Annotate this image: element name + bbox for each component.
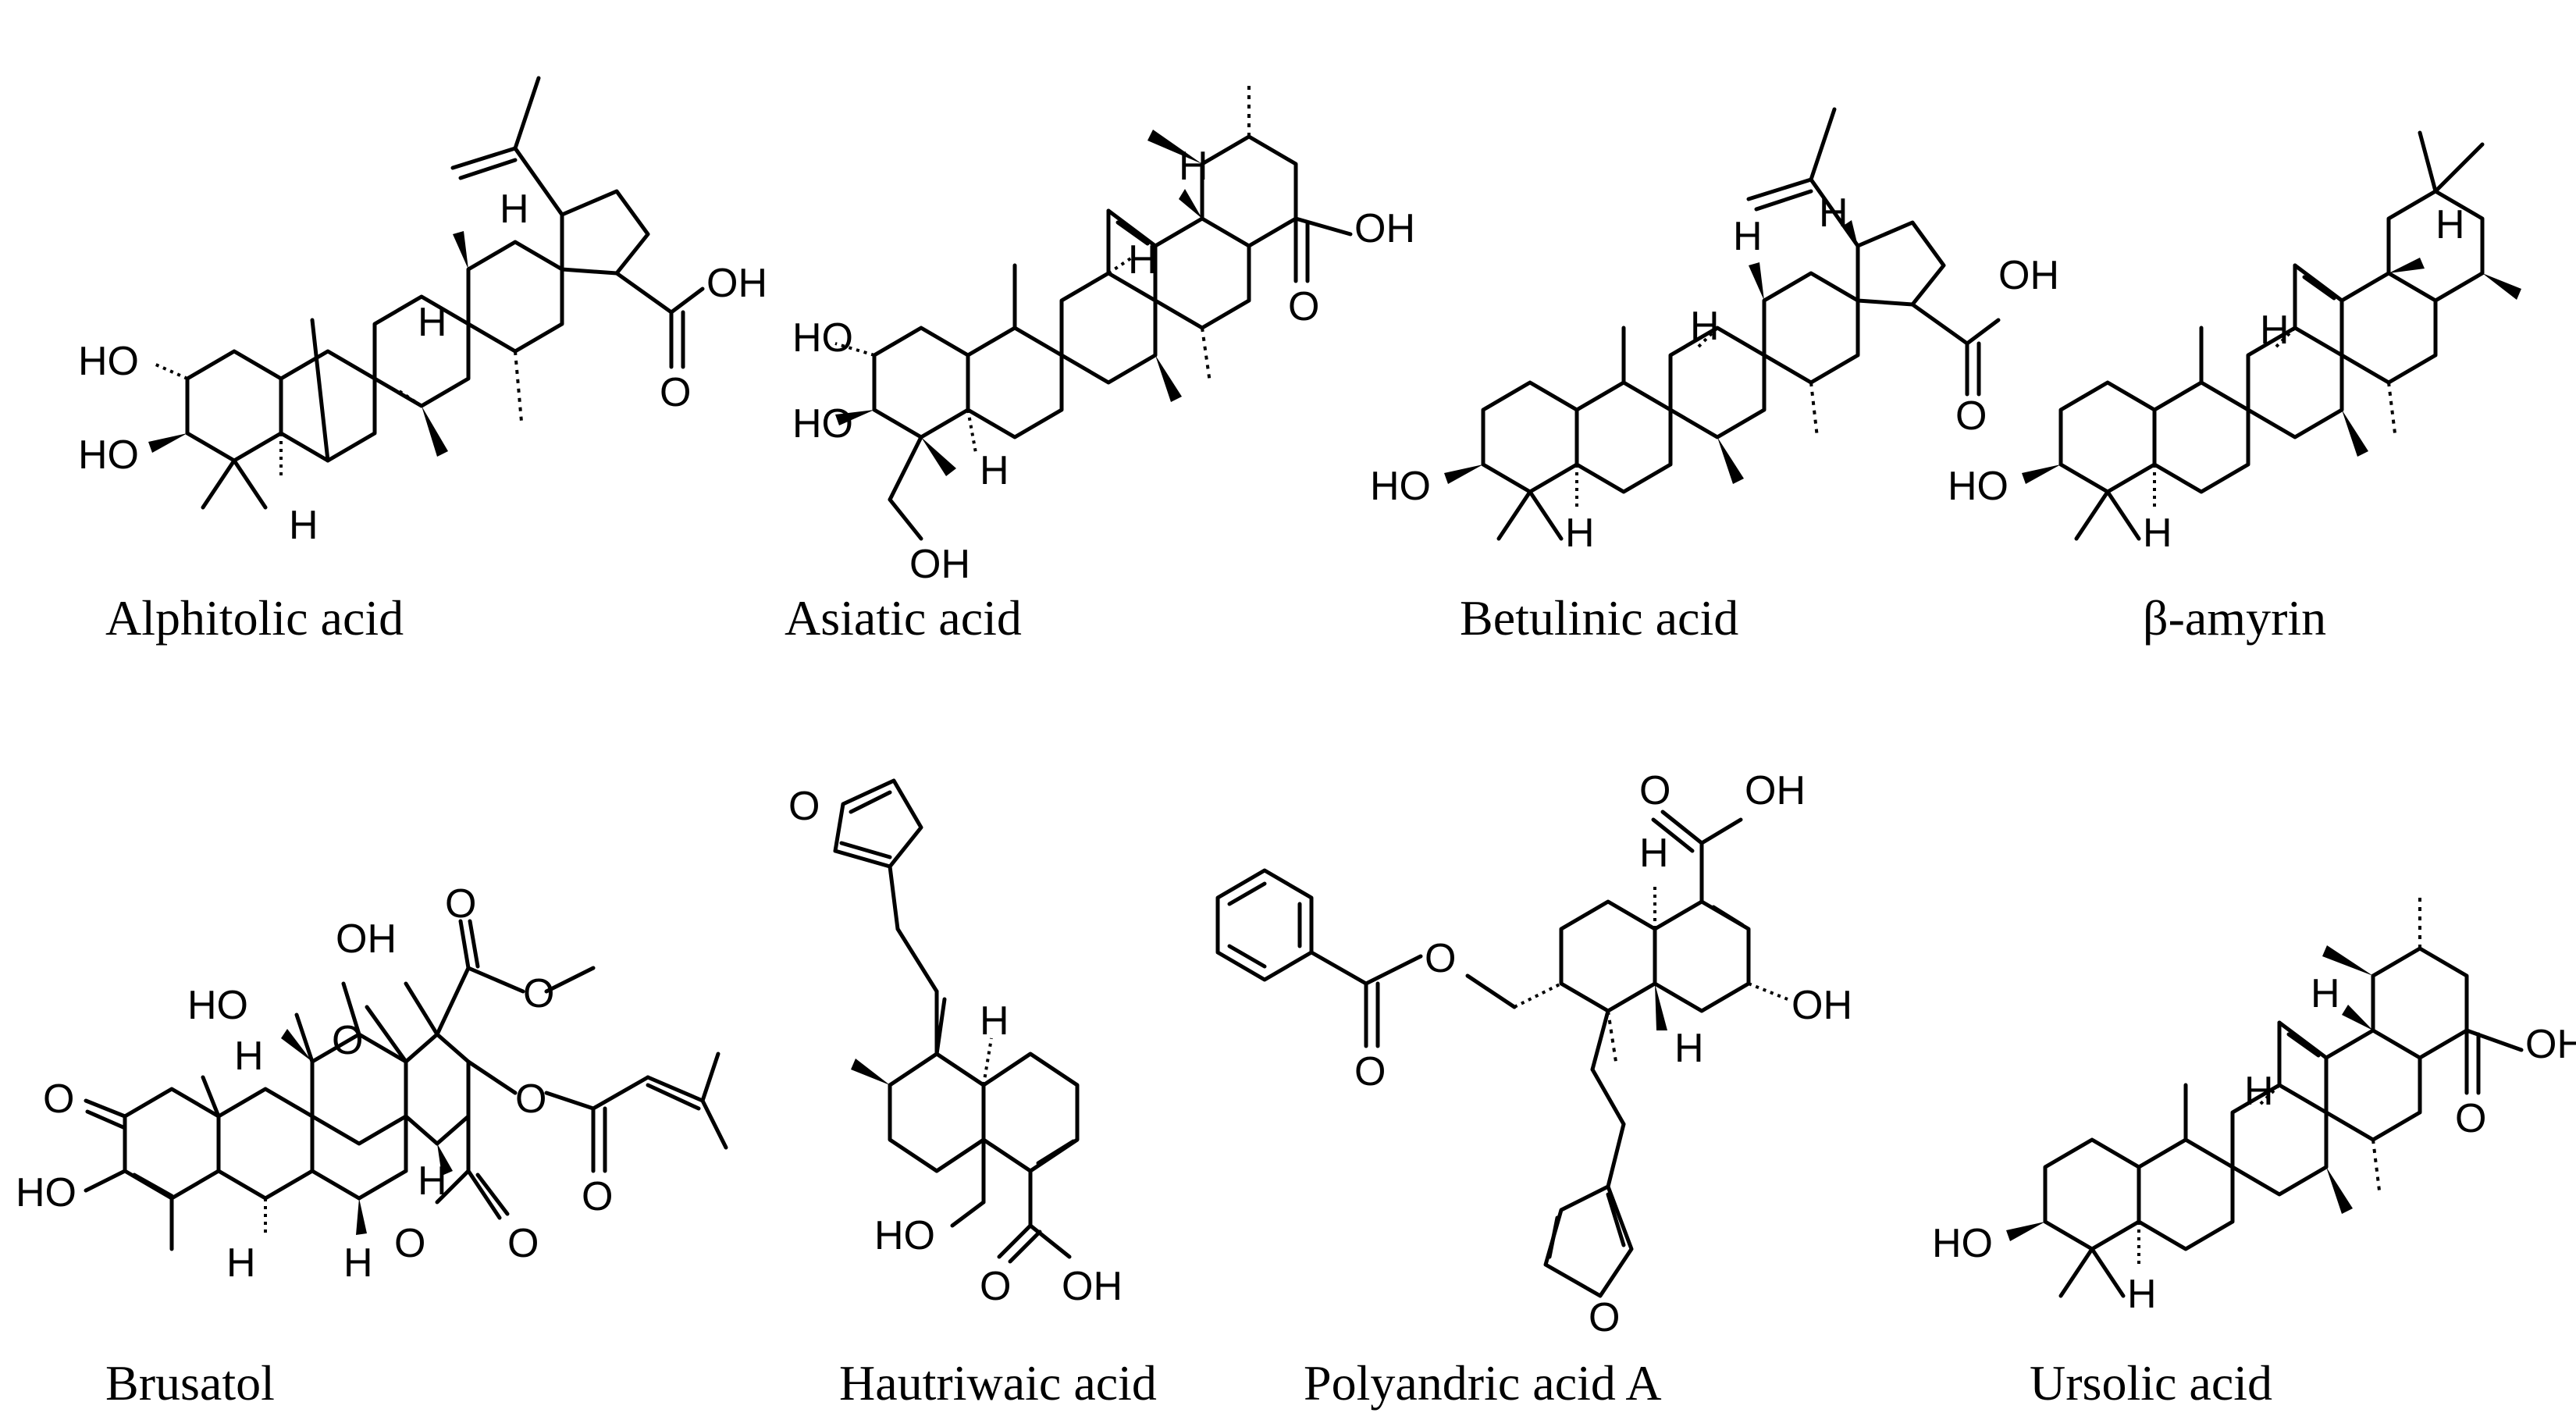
brusatol-o-ketone: O — [43, 1076, 74, 1122]
alphitolic-ho1: HO — [78, 339, 139, 384]
hautriwaic-o-furan: O — [788, 784, 820, 829]
caption-alphitolic-acid: Alphitolic acid — [105, 590, 404, 646]
polyandric-o-ester: O — [1425, 936, 1456, 981]
polyandric-h1: H — [1639, 831, 1669, 876]
asiatic-h1: H — [1179, 144, 1208, 189]
brusatol-h3: H — [226, 1240, 256, 1286]
brusatol-o-ester: O — [515, 1076, 546, 1122]
brusatol-o-ester-carbonyl: O — [582, 1174, 613, 1219]
ursolic-acid-structure: HO H H H OH O — [1932, 898, 2576, 1317]
asiatic-oh-ch2: OH — [909, 542, 970, 587]
caption-brusatol: Brusatol — [105, 1355, 275, 1411]
brusatol-o-lactone-carbonyl: O — [507, 1221, 539, 1266]
brusatol-o-bridge: O — [332, 1018, 363, 1063]
alphitolic-acid-structure: HO HO H H H OH O — [78, 76, 767, 548]
ursolic-h2: H — [2244, 1069, 2274, 1114]
alphitolic-h1: H — [500, 187, 529, 232]
hautriwaic-h: H — [980, 998, 1009, 1044]
asiatic-ho2: HO — [792, 401, 853, 447]
caption-beta-amyrin: β-amyrin — [2143, 590, 2327, 646]
ursolic-oh: OH — [2525, 1022, 2576, 1067]
amyrin-h1: H — [2435, 202, 2465, 247]
alphitolic-ho2: HO — [78, 432, 139, 478]
caption-polyandric-acid-a: Polyandric acid A — [1304, 1355, 1662, 1411]
brusatol-o-lactone: O — [394, 1221, 425, 1266]
amyrin-h3: H — [2143, 511, 2172, 556]
amyrin-h2: H — [2260, 308, 2290, 353]
betulinic-h2: H — [1733, 214, 1763, 259]
alphitolic-h3: H — [289, 503, 318, 548]
brusatol-ho-enol: HO — [16, 1170, 76, 1215]
betulinic-h4: H — [1565, 511, 1595, 556]
amyrin-ho: HO — [1948, 464, 2008, 509]
caption-ursolic-acid: Ursolic acid — [2030, 1355, 2272, 1411]
betulinic-h3: H — [1690, 304, 1720, 349]
hautriwaic-oh: OH — [1062, 1264, 1123, 1309]
polyandric-o-furan: O — [1589, 1295, 1620, 1340]
ursolic-h1: H — [2311, 971, 2340, 1016]
caption-hautriwaic-acid: Hautriwaic acid — [839, 1355, 1157, 1411]
hautriwaic-ho: HO — [874, 1213, 935, 1258]
polyandric-h2: H — [1674, 1026, 1704, 1071]
polyandric-oh-top: OH — [1745, 768, 1806, 813]
ursolic-h3: H — [2127, 1272, 2157, 1317]
alphitolic-o: O — [660, 370, 691, 415]
brusatol-ho: HO — [187, 983, 248, 1028]
polyandric-o-carbonyl: O — [1354, 1049, 1386, 1094]
asiatic-o: O — [1288, 284, 1319, 329]
betulinic-oh: OH — [1998, 253, 2059, 298]
polyandric-o-top: O — [1639, 768, 1670, 813]
betulinic-h1: H — [1819, 190, 1848, 236]
brusatol-h2: H — [418, 1158, 447, 1204]
brusatol-h4: H — [343, 1240, 373, 1286]
brusatol-structure: O HO HO OH H H H H O O O O O O O — [16, 881, 728, 1286]
hautriwaic-o: O — [980, 1264, 1011, 1309]
ursolic-ho: HO — [1932, 1221, 1993, 1266]
polyandric-oh: OH — [1791, 983, 1852, 1028]
polyandric-acid-a-structure: O OH H H OH O O O — [1215, 768, 1852, 1340]
caption-asiatic-acid: Asiatic acid — [785, 590, 1022, 646]
alphitolic-oh: OH — [706, 261, 767, 306]
alphitolic-h2: H — [418, 300, 447, 345]
asiatic-acid-structure: HO HO OH H H H OH O — [792, 86, 1415, 587]
brusatol-h1: H — [234, 1034, 264, 1079]
caption-betulinic-acid: Betulinic acid — [1460, 590, 1739, 646]
asiatic-oh: OH — [1354, 206, 1415, 251]
betulinic-ho: HO — [1370, 464, 1431, 509]
ursolic-o: O — [2455, 1096, 2486, 1141]
asiatic-h2: H — [1128, 237, 1158, 283]
brusatol-oh: OH — [336, 916, 397, 962]
brusatol-o-methoxy: O — [523, 971, 554, 1016]
hautriwaic-acid-structure: O H HO O OH — [788, 778, 1123, 1309]
asiatic-ho1: HO — [792, 315, 853, 361]
betulinic-o: O — [1955, 393, 1987, 439]
beta-amyrin-structure: HO H H H — [1948, 130, 2521, 556]
asiatic-h3: H — [980, 448, 1009, 493]
brusatol-o-methyl-ester-carbonyl: O — [445, 881, 476, 927]
betulinic-acid-structure: HO H H H H OH O — [1370, 107, 2059, 556]
